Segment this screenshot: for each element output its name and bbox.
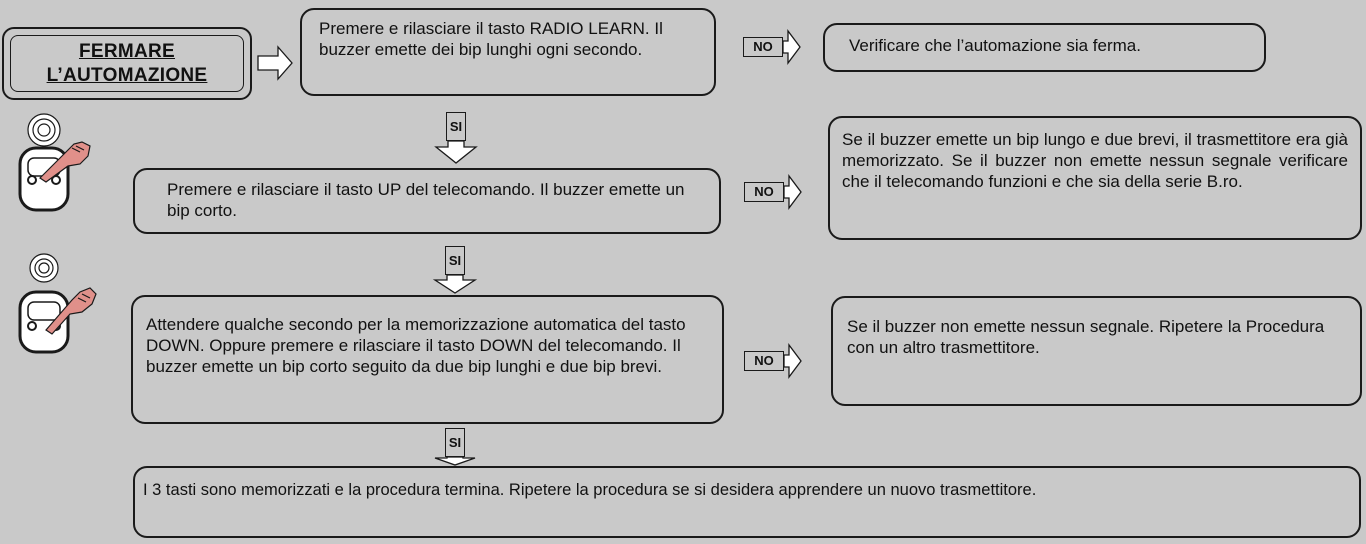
step1-text: Premere e rilasciare il tasto RADIO LEAR… (319, 19, 663, 59)
no-outcome-3-box: Se il buzzer non emette nessun segnale. … (831, 296, 1362, 406)
arrow-right-title (257, 45, 293, 81)
final-text: I 3 tasti sono memorizzati e la procedur… (143, 481, 1037, 499)
title-line2: L’AUTOMAZIONE (46, 64, 208, 86)
arrow-down-si3 (434, 456, 476, 466)
hand-pointer-icon (45, 287, 97, 335)
remote-control-icon (18, 113, 91, 212)
step2-text: Premere e rilasciare il tasto UP del tel… (167, 180, 685, 220)
no-label-3: NO (744, 351, 784, 371)
no-outcome-1-text: Verificare che l’automazione sia ferma. (849, 36, 1141, 55)
radio-waves-icon (27, 113, 61, 147)
si-label-3: SI (445, 428, 465, 457)
arrow-down-si2 (432, 274, 478, 294)
title-inner-frame: FERMARE L’AUTOMAZIONE (10, 35, 244, 92)
no-label-2: NO (744, 182, 784, 202)
no-outcome-3-text: Se il buzzer non emette nessun segnale. … (847, 317, 1325, 357)
step1-box: Premere e rilasciare il tasto RADIO LEAR… (300, 8, 716, 96)
hand-pointer-icon (39, 141, 91, 183)
title-block: FERMARE L’AUTOMAZIONE (2, 27, 252, 100)
title-line1: FERMARE (78, 40, 176, 62)
final-box: I 3 tasti sono memorizzati e la procedur… (133, 466, 1361, 538)
step2-box: Premere e rilasciare il tasto UP del tel… (133, 168, 721, 234)
remote-control-icon-2 (18, 253, 97, 354)
arrow-right-no2 (783, 174, 802, 210)
arrow-right-no1 (782, 29, 801, 65)
no-outcome-2-box: Se il buzzer emette un bip lungo e due b… (828, 116, 1362, 240)
step3-text: Attendere qualche secondo per la memoriz… (146, 315, 686, 376)
no-outcome-2-text: Se il buzzer emette un bip lungo e due b… (842, 130, 1348, 191)
radio-waves-icon (29, 253, 59, 283)
step3-box: Attendere qualche secondo per la memoriz… (131, 295, 724, 424)
arrow-right-no3 (783, 343, 802, 379)
no-outcome-1-box: Verificare che l’automazione sia ferma. (823, 23, 1266, 72)
arrow-down-si1 (434, 140, 478, 164)
